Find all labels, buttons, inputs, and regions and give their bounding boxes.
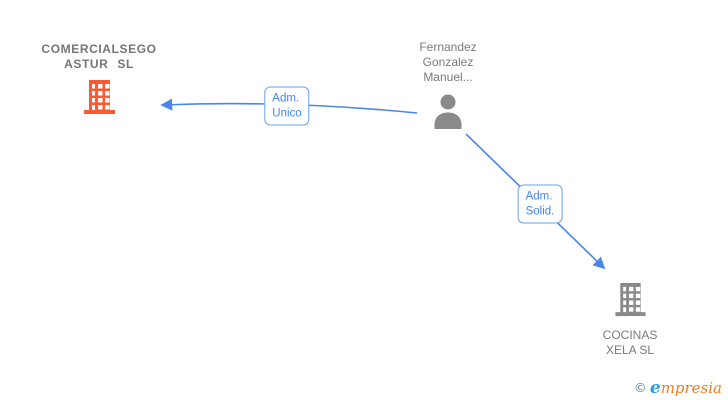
- company-name-line: ASTUR SL: [64, 57, 134, 71]
- edge-label-adm-unico: Adm. Unico: [264, 86, 310, 126]
- company-name-line: COMERCIALSEGO: [41, 42, 157, 56]
- edge-label-adm-solid: Adm. Solid.: [517, 184, 563, 224]
- empresia-logo-link[interactable]: © empresia: [635, 379, 722, 397]
- edge-label-line: Unico: [272, 107, 302, 119]
- edge-label-line: Adm.: [272, 92, 300, 105]
- node-comercialsego-astur[interactable]: COMERCIALSEGO ASTUR SL: [20, 42, 178, 121]
- person-icon: [431, 93, 465, 131]
- brand-name: mpresia: [660, 379, 722, 397]
- building-icon: [612, 282, 648, 318]
- person-name-line: Gonzalez: [422, 55, 474, 69]
- node-cocinas-xela[interactable]: COCINAS XELA SL: [572, 282, 688, 358]
- company-name-line: COCINAS: [602, 328, 658, 342]
- edge-label-line: Adm.: [525, 190, 553, 203]
- brand-initial: e: [649, 378, 661, 398]
- building-icon: [81, 79, 117, 116]
- company-name-line: XELA SL: [605, 343, 655, 357]
- person-name-line: Fernandez: [419, 40, 477, 54]
- edge-label-line: Solid.: [525, 205, 555, 217]
- copyright-symbol: ©: [635, 380, 646, 395]
- node-fernandez-gonzalez-manuel[interactable]: Fernandez Gonzalez Manuel...: [388, 40, 508, 136]
- person-name-line: Manuel...: [423, 70, 473, 84]
